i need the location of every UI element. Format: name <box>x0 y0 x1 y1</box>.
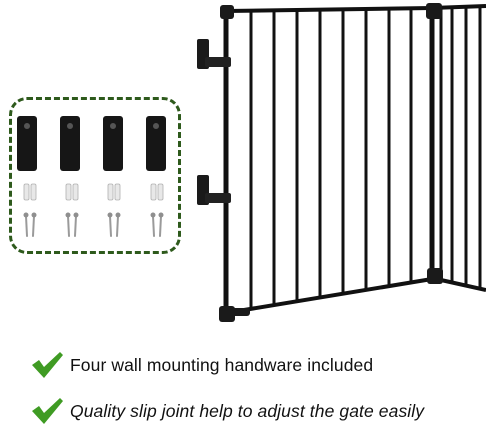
wall-anchor-icon <box>72 183 79 201</box>
wall-anchor-icon <box>150 183 157 201</box>
wall-anchor-icon <box>65 183 72 201</box>
screw-icon <box>25 215 28 237</box>
feature-text: Four wall mounting handware included <box>70 354 374 375</box>
feature-item: Four wall mounting handware included <box>30 348 373 382</box>
screw-icon <box>152 215 155 237</box>
checkmark-icon <box>32 398 63 424</box>
screw-icon <box>116 215 119 237</box>
wall-anchor-icon <box>114 183 121 201</box>
screw-icon <box>67 215 70 237</box>
wall-mount-bracket-lower <box>197 175 231 205</box>
feature-text: Quality slip joint help to adjust the ga… <box>70 400 425 421</box>
mount-bracket-icon <box>146 116 166 171</box>
wall-anchor-icon <box>107 183 114 201</box>
bottom-left-foot <box>232 308 250 316</box>
gate-panel-right <box>429 4 486 292</box>
top-right-joint <box>426 3 442 19</box>
top-left-joint <box>220 5 234 19</box>
screw-icon <box>159 215 162 237</box>
bottom-right-joint <box>427 268 443 284</box>
hardware-kit-frame <box>9 97 181 254</box>
wall-anchor-icon <box>30 183 37 201</box>
checkmark-icon <box>32 352 63 378</box>
screw-icon <box>32 215 35 237</box>
mount-bracket-icon <box>103 116 123 171</box>
gate-panel-left <box>223 6 433 318</box>
feature-item: Quality slip joint help to adjust the ga… <box>30 394 424 425</box>
screw-icon <box>74 215 77 237</box>
bottom-left-joint <box>219 306 235 322</box>
mount-bracket-icon <box>17 116 37 171</box>
wall-anchor-icon <box>23 183 30 201</box>
wall-anchor-icon <box>157 183 164 201</box>
hardware-kit <box>17 116 166 237</box>
screw-icon <box>109 215 112 237</box>
wall-mount-bracket-upper <box>197 39 231 69</box>
mount-bracket-icon <box>60 116 80 171</box>
